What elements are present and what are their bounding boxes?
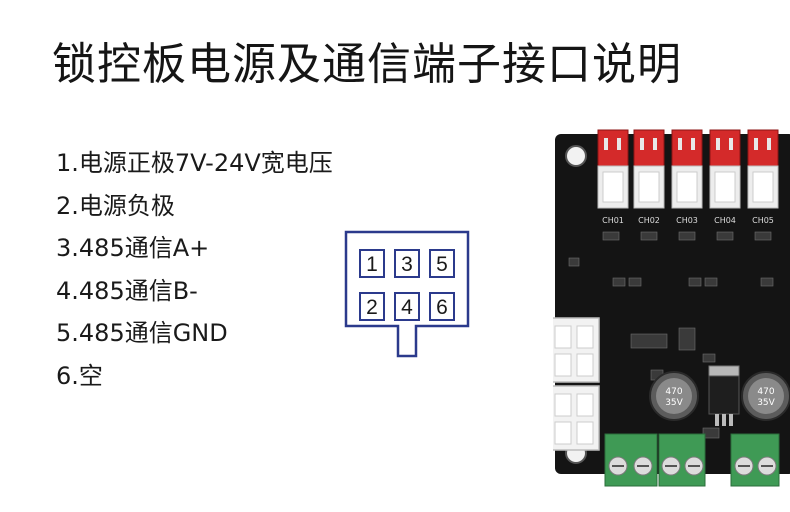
silkscreen-ch05: CH05 bbox=[752, 216, 774, 225]
capacitor-value-left: 470 bbox=[665, 387, 682, 397]
pin-number-3: 3 bbox=[401, 253, 413, 276]
screw-terminal-right bbox=[730, 433, 780, 487]
lock-control-board-photo: CH01 CH02 CH03 CH04 CH05 470 35V bbox=[553, 129, 790, 487]
silkscreen-ch01: CH01 bbox=[602, 216, 624, 225]
pin-description-4: 4.485通信B- bbox=[56, 276, 198, 305]
silkscreen-ch02: CH02 bbox=[638, 216, 660, 225]
silkscreen-ch04: CH04 bbox=[714, 216, 736, 225]
pin-description-5: 5.485通信GND bbox=[56, 319, 228, 347]
pin-description-6: 6.空 bbox=[56, 361, 103, 390]
lock-header-ch04 bbox=[709, 129, 741, 209]
pin-box-1: 1 bbox=[359, 249, 385, 278]
lock-header-ch02 bbox=[633, 129, 665, 209]
pin-box-5: 5 bbox=[429, 249, 455, 278]
connector-outline bbox=[344, 230, 470, 358]
screw-terminal-middle bbox=[658, 433, 706, 487]
pin-description-list: 1.电源正极7V-24V宽电压 2.电源负极 3.485通信A+ 4.485通信… bbox=[56, 142, 333, 397]
capacitor-voltage-left: 35V bbox=[665, 398, 683, 408]
electrolytic-capacitor-left: 470 35V bbox=[649, 371, 699, 421]
pin-description-1: 1.电源正极7V-24V宽电压 bbox=[56, 149, 333, 177]
pin-number-1: 1 bbox=[366, 253, 378, 276]
lock-header-ch03 bbox=[671, 129, 703, 209]
pin-description-3: 3.485通信A+ bbox=[56, 234, 210, 262]
pin-number-6: 6 bbox=[436, 296, 448, 319]
capacitor-value-right: 470 bbox=[757, 387, 774, 397]
pin-box-3: 3 bbox=[394, 249, 420, 278]
page-title: 锁控板电源及通信端子接口说明 bbox=[52, 39, 682, 90]
pin-number-5: 5 bbox=[436, 253, 448, 276]
pin-description-2: 2.电源负极 bbox=[56, 191, 175, 220]
pin-box-4: 4 bbox=[394, 292, 420, 321]
connector-pinout-diagram: 1 3 5 2 4 6 bbox=[344, 230, 470, 358]
pin-number-4: 4 bbox=[401, 296, 413, 319]
capacitor-voltage-right: 35V bbox=[757, 398, 775, 408]
pin-number-2: 2 bbox=[366, 296, 378, 319]
screw-terminal-left bbox=[604, 433, 658, 487]
silkscreen-ch03: CH03 bbox=[676, 216, 698, 225]
lock-header-row bbox=[597, 129, 779, 209]
molex-connector-bottom bbox=[553, 385, 600, 451]
voltage-regulator bbox=[708, 365, 740, 426]
pin-box-2: 2 bbox=[359, 292, 385, 321]
pin-box-6: 6 bbox=[429, 292, 455, 321]
molex-connector-top bbox=[553, 317, 600, 383]
electrolytic-capacitor-right: 470 35V bbox=[741, 371, 790, 421]
lock-header-ch01 bbox=[597, 129, 629, 209]
mounting-hole bbox=[565, 145, 587, 167]
lock-header-ch05 bbox=[747, 129, 779, 209]
